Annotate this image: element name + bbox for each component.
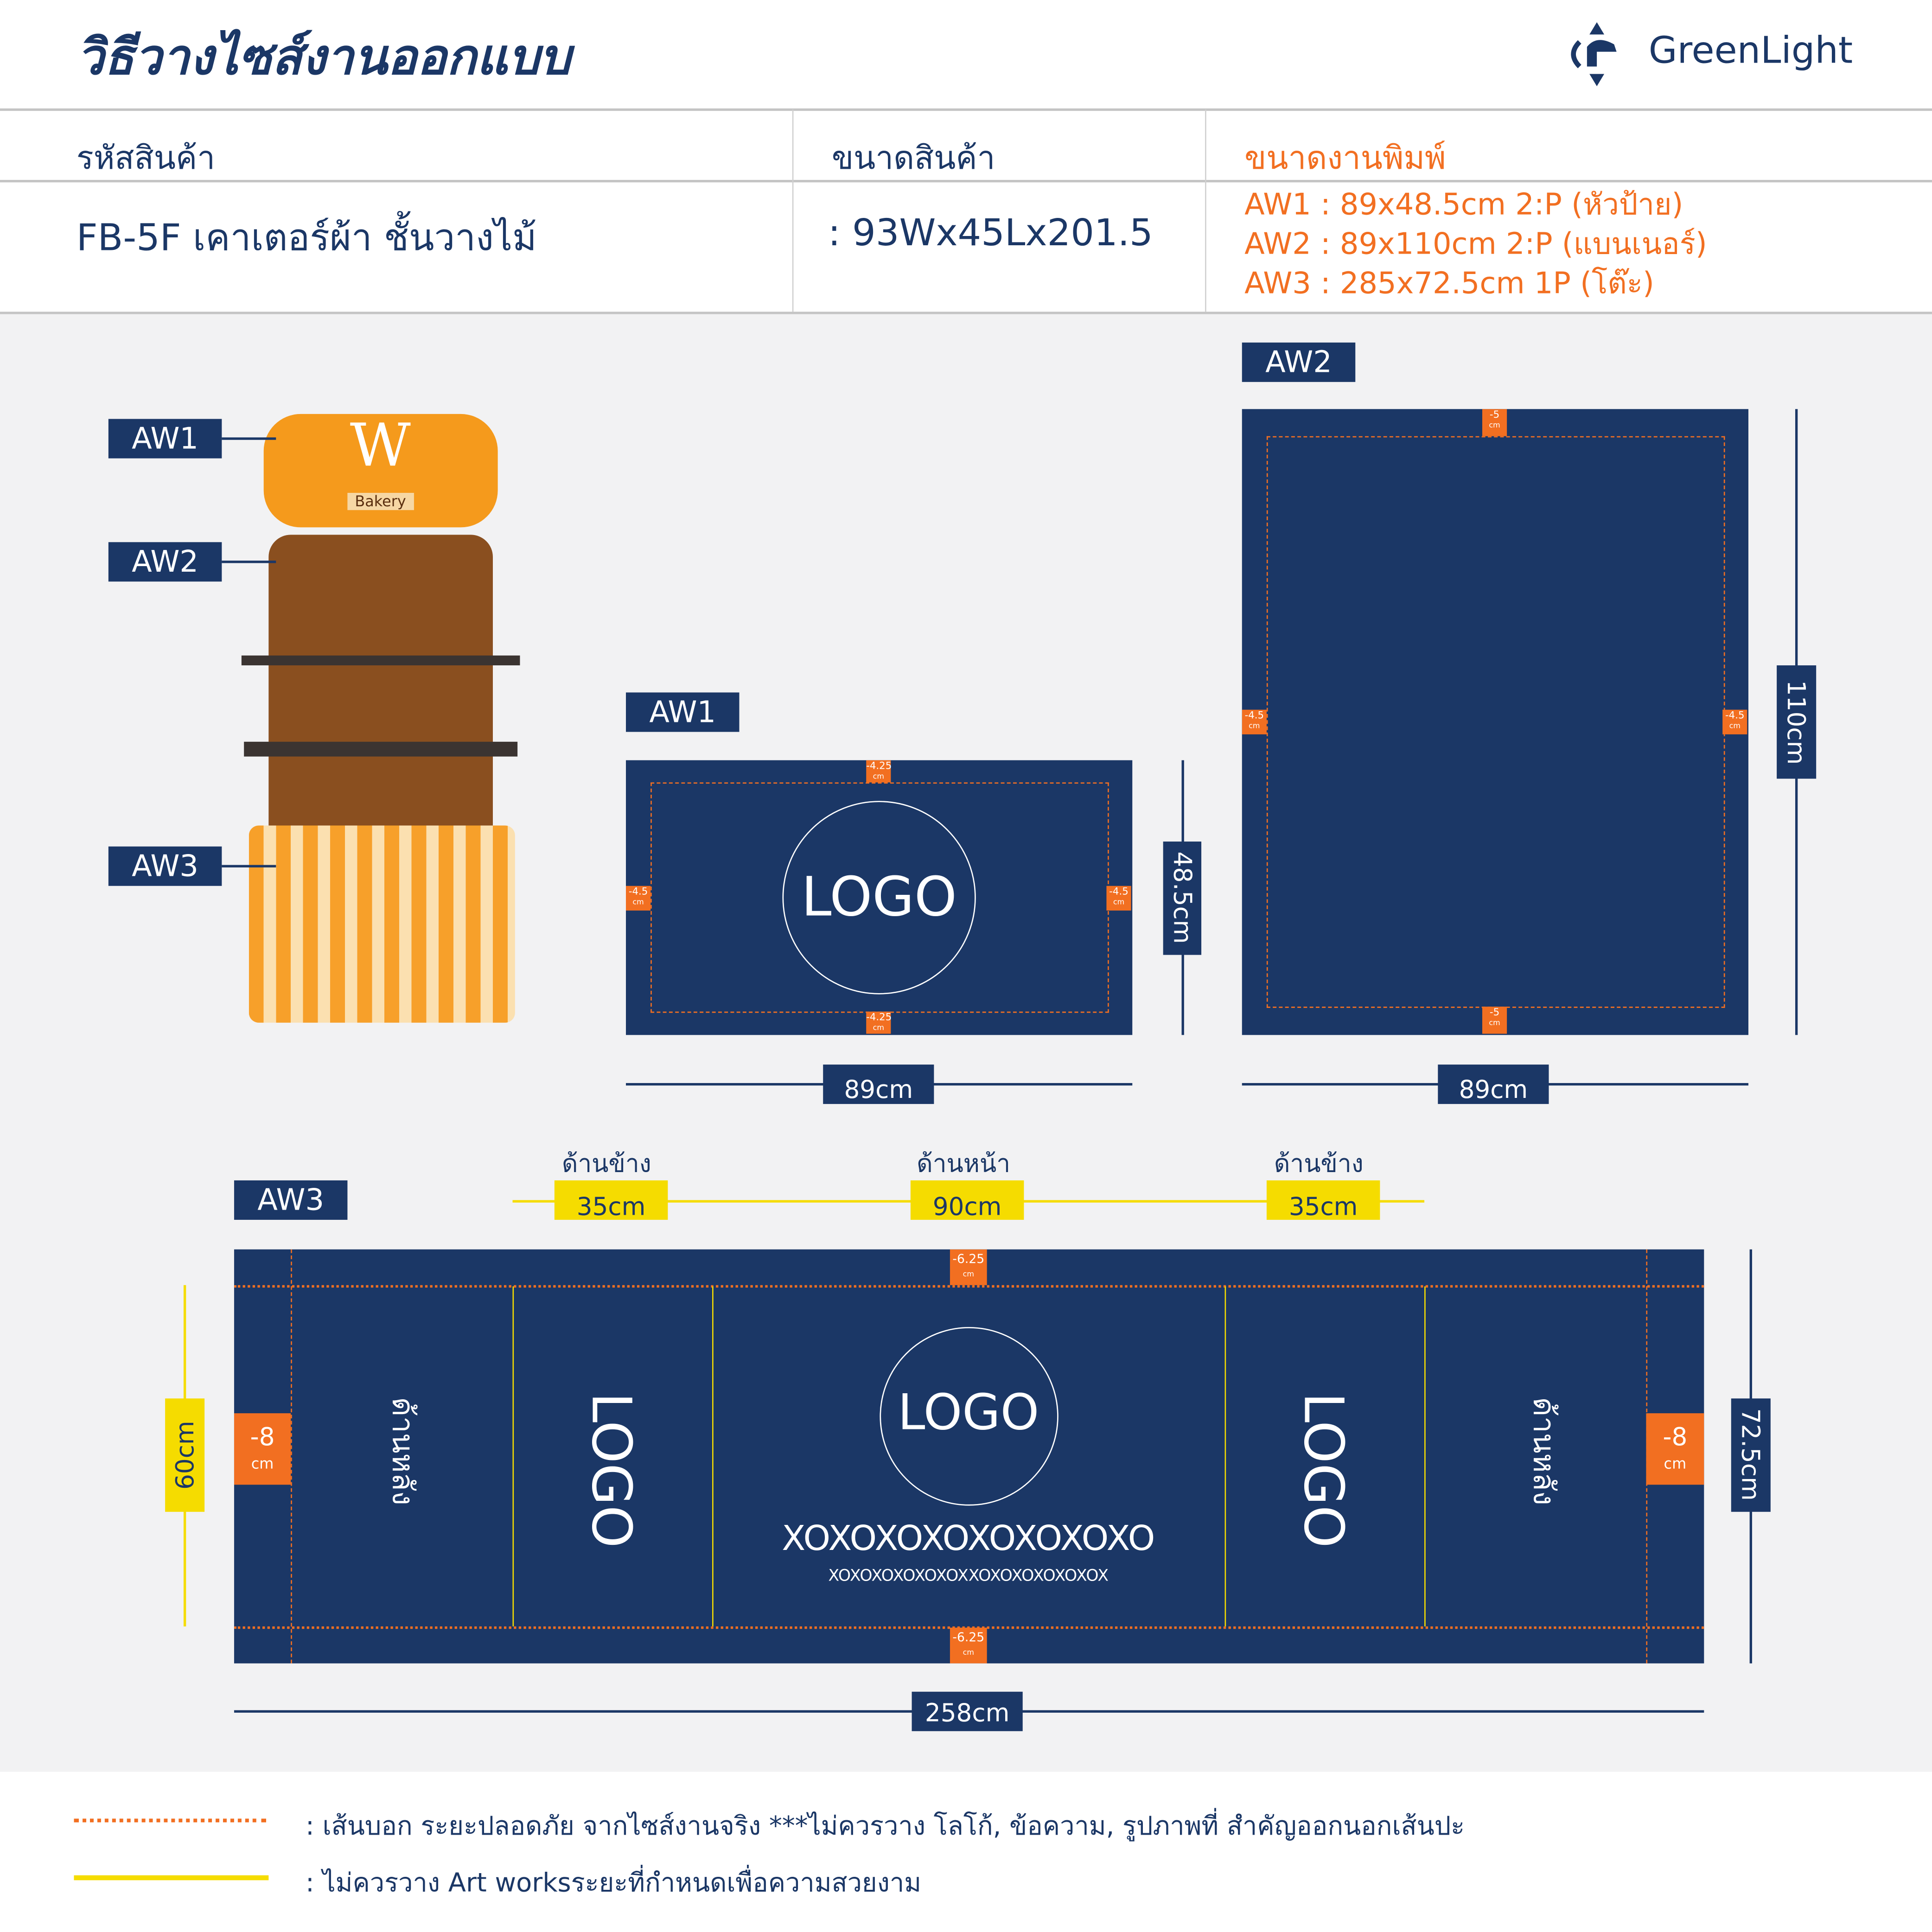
shelf [244, 741, 518, 757]
header-product-size: ขนาดสินค้า [831, 140, 995, 178]
legend-safe-text: : เส้นบอก ระยะปลอดภัย จากไซส์งานจริง ***… [306, 1811, 1465, 1841]
print-size-aw2: AW2 : 89x110cm 2:P (แบนเนอร์) [1244, 226, 1707, 261]
product-label-aw1: AW1 [108, 419, 222, 459]
aw3-panel: ด้านหลัง LOGO LOGO XOXOXOXOXOXOXOXO XOXO… [234, 1249, 1704, 1664]
safe-area-line [1266, 436, 1725, 1008]
aw1-width: 89cm [823, 1065, 934, 1104]
page-title: วิธีวางไซส์งานออกแบบ [76, 29, 571, 87]
sign-letter: W [350, 411, 411, 481]
section-front: ด้านหน้า [917, 1148, 1011, 1178]
product-code: FB-5F เคาเตอร์ผ้า ชั้นวางไม้ [76, 217, 537, 260]
front-text-sub: XOXOXOXOXOXOXXOXOXOXOXOXOX [828, 1567, 1109, 1586]
section-side-left: ด้านข้าง [561, 1148, 651, 1178]
greenlight-logo-icon [1571, 22, 1617, 87]
brand-logo: GreenLight [1562, 20, 1858, 89]
legend-art-text: : ไม่ควรวาง Art worksระยะที่กำหนดเพื่อคว… [306, 1868, 922, 1898]
aw2-label: AW2 [1242, 342, 1356, 382]
header-product-code: รหัสสินค้า [76, 140, 216, 178]
sign-text: Bakery [347, 493, 414, 510]
logo-circle [782, 801, 976, 995]
brand-name: GreenLight [1648, 29, 1853, 73]
aw2-height: 110cm [1777, 665, 1817, 779]
print-size-list: AW1 : 89x48.5cm 2:P (หัวป้าย) AW2 : 89x1… [1244, 185, 1707, 303]
logo-front: LOGO [898, 1385, 1039, 1442]
legend-art-line [74, 1875, 269, 1881]
side-right-width: 35cm [1266, 1180, 1380, 1221]
side-left-width: 35cm [554, 1180, 668, 1221]
aw3-label: AW3 [234, 1180, 348, 1220]
front-width: 90cm [910, 1180, 1024, 1221]
section-side-right: ด้านข้าง [1274, 1148, 1364, 1178]
logo-side-left: LOGO [579, 1392, 642, 1548]
product-size: : 93Wx45Lx201.5 [828, 212, 1153, 255]
aw3-height: 72.5cm [1731, 1398, 1771, 1512]
logo-circle [880, 1327, 1058, 1506]
back-label-right: ด้านหลัง [1526, 1397, 1562, 1505]
logo-placeholder: LOGO [801, 866, 957, 929]
print-size-aw1: AW1 : 89x48.5cm 2:P (หัวป้าย) [1244, 187, 1683, 222]
product-label-aw2: AW2 [108, 542, 222, 582]
header-print-size: ขนาดงานพิมพ์ [1244, 140, 1446, 178]
print-size-aw3: AW3 : 285x72.5cm 1P (โต๊ะ) [1244, 266, 1654, 301]
product-label-aw3: AW3 [108, 846, 222, 886]
counter-base [249, 825, 515, 1023]
front-text-main: XOXOXOXOXOXOXOXO [782, 1518, 1155, 1559]
aw3-safe-height: 60cm [165, 1398, 205, 1512]
shelf [241, 655, 520, 666]
back-label-left: ด้านหลัง [385, 1397, 421, 1505]
aw2-width: 89cm [1438, 1065, 1549, 1104]
sign-header: W Bakery [263, 411, 498, 528]
aw1-height: 48.5cm [1163, 842, 1202, 955]
banner [268, 535, 493, 831]
aw1-label: AW1 [626, 692, 740, 732]
logo-side-right: LOGO [1291, 1392, 1354, 1548]
aw3-width: 258cm [912, 1691, 1023, 1731]
product-illustration: W Bakery [234, 407, 530, 1047]
legend-safe-line [74, 1818, 267, 1823]
